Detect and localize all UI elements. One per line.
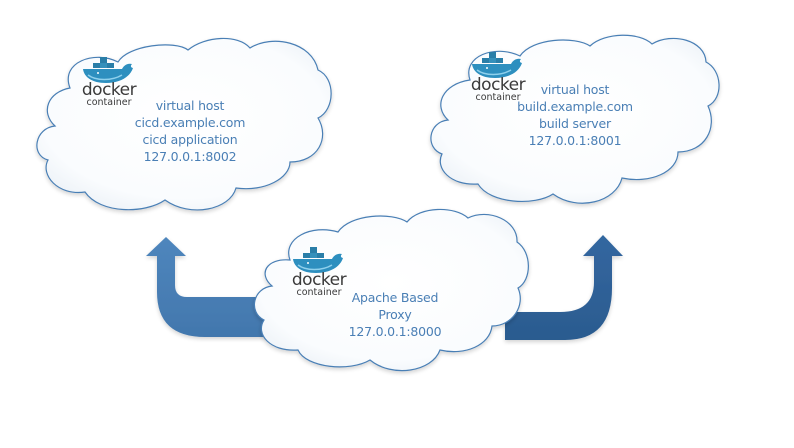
label-line: virtual host [155,98,225,113]
arrow-proxy-to-build [505,235,623,340]
label-line-address: 127.0.0.1:8001 [528,133,622,148]
docker-badge-cicd: docker container [78,55,140,115]
docker-wordmark: docker [81,80,137,100]
label-line: virtual host [540,82,610,97]
docker-whale-icon [472,52,522,78]
docker-whale-icon [293,247,343,273]
docker-wordmark: docker [470,75,526,95]
arrow-proxy-to-cicd [146,237,280,337]
container-wordmark: container [296,287,342,298]
cloud-cicd-label: virtual host cicd.example.com cicd appli… [120,97,260,165]
label-line-address: 127.0.0.1:8000 [348,324,442,339]
docker-badge-build: docker container [467,50,529,110]
cloud-proxy-label: Apache Based Proxy 127.0.0.1:8000 [335,289,455,340]
label-line: Apache Based [351,290,439,305]
label-line: cicd application [142,132,238,147]
docker-badge-proxy: docker container [288,245,350,305]
label-line-hostname: build.example.com [517,99,633,114]
docker-whale-icon [83,57,133,83]
container-wordmark: container [86,97,132,108]
label-line: build server [539,116,611,131]
docker-wordmark: docker [291,270,347,290]
cloud-proxy [253,208,529,372]
container-wordmark: container [475,92,521,103]
label-line-hostname: cicd.example.com [134,115,246,130]
label-line: Proxy [378,307,412,322]
label-line-address: 127.0.0.1:8002 [143,149,237,164]
cloud-build-label: virtual host build.example.com build ser… [510,81,640,149]
